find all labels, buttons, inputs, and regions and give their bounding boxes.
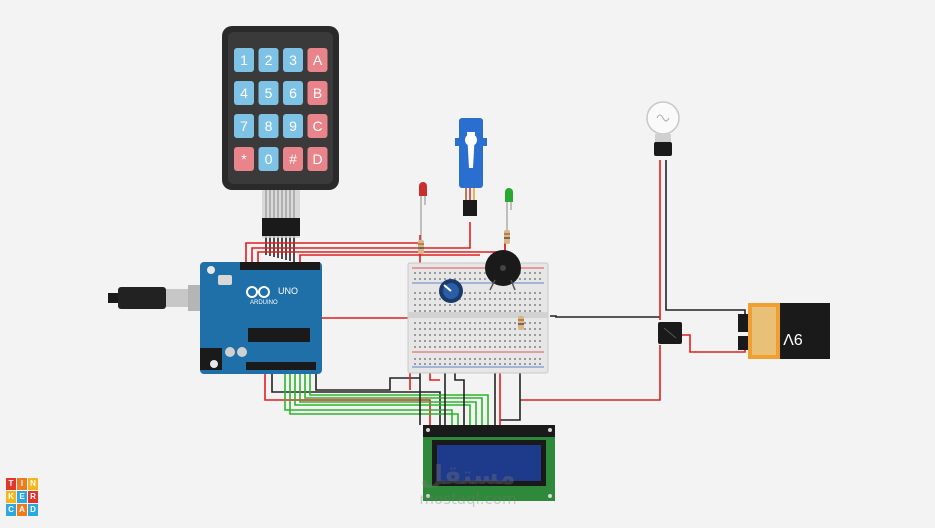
logo-letter: A <box>17 504 27 516</box>
logo-letter: K <box>6 491 16 503</box>
keypad-key-label: B <box>313 85 322 101</box>
keypad-key <box>258 48 279 72</box>
keypad-key-label: 6 <box>289 85 297 101</box>
keypad-key-label: A <box>313 52 323 68</box>
keypad-key <box>234 48 254 72</box>
relay <box>658 322 682 344</box>
keypad-key <box>283 147 303 171</box>
keypad-key-label: 5 <box>265 85 273 101</box>
keypad-key <box>307 48 328 72</box>
arduino-brand: ARDUINO <box>250 300 278 306</box>
tinkercad-logo: T I N K E R C A D <box>6 478 38 518</box>
keypad-key-label: 2 <box>265 52 273 68</box>
keypad-key <box>307 81 328 105</box>
battery-9v: 9V <box>738 303 830 359</box>
keypad-key-label: 0 <box>265 151 273 167</box>
keypad-key <box>283 48 303 72</box>
watermark: مستقل mostaql.com <box>408 462 528 508</box>
keypad-key-label: D <box>312 151 322 167</box>
breadboard <box>407 262 549 374</box>
logo-letter: E <box>17 491 27 503</box>
keypad-key-label: 7 <box>240 118 248 134</box>
watermark-arabic: مستقل <box>420 461 516 491</box>
arduino-uno: ARDUINO UNO <box>200 262 322 374</box>
battery-label: 9V <box>783 330 803 347</box>
keypad-key <box>258 114 279 138</box>
logo-letter: N <box>28 478 38 490</box>
resistor-2 <box>504 230 510 244</box>
keypad-key <box>283 114 303 138</box>
logo-letter: C <box>6 504 16 516</box>
keypad-key <box>283 81 303 105</box>
piezo-buzzer <box>485 250 521 291</box>
logo-letter: I <box>17 478 27 490</box>
keypad-key-label: 3 <box>289 52 297 68</box>
keypad-key-label: 9 <box>289 118 297 134</box>
keypad-key <box>307 114 328 138</box>
keypad-key <box>258 147 279 171</box>
light-bulb <box>646 101 680 156</box>
usb-cable <box>108 285 216 311</box>
keypad-key-label: 1 <box>240 52 248 68</box>
logo-letter: R <box>28 491 38 503</box>
green-led <box>505 188 513 230</box>
keypad-key <box>234 114 254 138</box>
red-led <box>419 182 427 240</box>
arduino-model: UNO <box>278 286 298 296</box>
keypad-key-label: C <box>312 118 322 134</box>
logo-letter: T <box>6 478 16 490</box>
keypad-key-label: # <box>289 151 297 167</box>
keypad-key <box>234 81 254 105</box>
keypad-key-label: 4 <box>240 85 248 101</box>
keypad-key <box>307 147 328 171</box>
keypad-key-label: * <box>241 151 247 167</box>
resistor-3 <box>518 316 524 330</box>
lcd-display <box>423 425 555 501</box>
keypad-key-label: 8 <box>265 118 273 134</box>
logo-letter: D <box>28 504 38 516</box>
servo-motor <box>455 118 487 216</box>
watermark-latin: mostaql.com <box>419 490 517 508</box>
potentiometer <box>439 279 463 303</box>
keypad-key <box>258 81 279 105</box>
resistor-1 <box>418 240 424 254</box>
keypad-key <box>234 147 254 171</box>
